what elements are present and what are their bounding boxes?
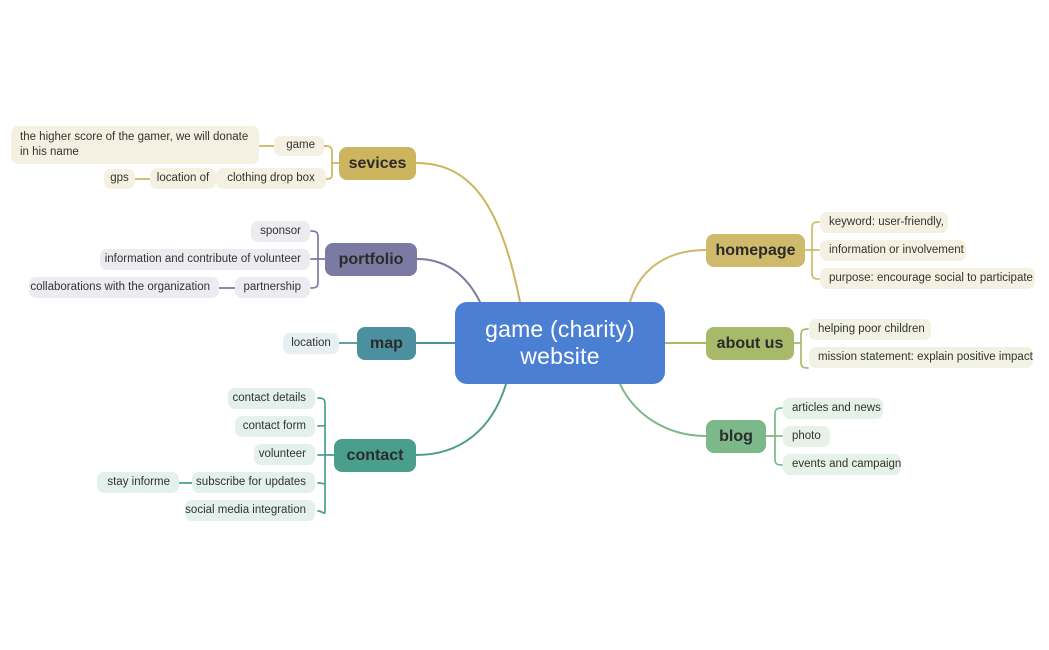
central-topic-line1: game (charity) <box>485 316 635 343</box>
leaf-game-description[interactable]: the higher score of the gamer, we will d… <box>11 126 259 164</box>
leaf-information-or-involvement[interactable]: information or involvement <box>820 240 966 261</box>
central-topic-line2: website <box>520 343 600 369</box>
link-blog-spine <box>765 407 783 466</box>
leaf-location[interactable]: location <box>283 333 339 354</box>
leaf-articles-and-news[interactable]: articles and news <box>783 398 883 419</box>
leaf-location-of[interactable]: location of <box>150 168 216 189</box>
leaf-information-contribute-volunteer[interactable]: information and contribute of volunteer <box>100 249 310 270</box>
leaf-helping-poor-children[interactable]: helping poor children <box>809 319 931 340</box>
link-center-blog <box>619 383 707 437</box>
branch-blog[interactable]: blog <box>706 420 766 453</box>
branch-contact[interactable]: contact <box>334 439 416 472</box>
leaf-volunteer[interactable]: volunteer <box>254 444 315 465</box>
link-contact-spine <box>317 397 335 515</box>
link-portfolio-spine <box>310 230 326 289</box>
leaf-contact-form[interactable]: contact form <box>235 416 315 437</box>
branch-sevices[interactable]: sevices <box>339 147 416 180</box>
link-center-contact <box>415 383 507 456</box>
central-topic[interactable]: game (charity)website <box>455 302 665 384</box>
leaf-sponsor[interactable]: sponsor <box>251 221 310 242</box>
leaf-partnership[interactable]: partnership <box>235 277 310 298</box>
link-aboutus-spine <box>793 328 809 369</box>
leaf-subscribe-for-updates[interactable]: subscribe for updates <box>192 472 315 493</box>
leaf-gps[interactable]: gps <box>104 169 135 189</box>
branch-map[interactable]: map <box>357 327 416 360</box>
leaf-events-and-campaign[interactable]: events and campaign <box>783 454 901 475</box>
leaf-social-media-integration[interactable]: social media integration <box>185 500 315 521</box>
link-center-homepage <box>629 249 707 303</box>
leaf-game[interactable]: game <box>274 136 324 156</box>
leaf-purpose-encourage-social[interactable]: purpose: encourage social to participate <box>820 268 1035 289</box>
leaf-mission-statement[interactable]: mission statement: explain positive impa… <box>809 347 1033 368</box>
leaf-collaborations-organization[interactable]: collaborations with the organization <box>29 277 219 298</box>
leaf-clothing-drop-box[interactable]: clothing drop box <box>216 168 326 189</box>
branch-homepage[interactable]: homepage <box>706 234 805 267</box>
branch-portfolio[interactable]: portfolio <box>325 243 417 276</box>
leaf-photo[interactable]: photo <box>783 426 830 447</box>
link-sevices-spine <box>324 145 340 180</box>
leaf-keyword-user-friendly[interactable]: keyword: user-friendly, <box>820 212 948 233</box>
central-topic-label: game (charity)website <box>485 316 635 369</box>
link-center-sevices <box>415 162 521 303</box>
leaf-contact-details[interactable]: contact details <box>228 388 315 409</box>
link-center-portfolio <box>416 258 481 303</box>
branch-about-us[interactable]: about us <box>706 327 794 360</box>
leaf-stay-informe[interactable]: stay informe <box>97 472 179 493</box>
link-homepage-spine <box>804 221 820 280</box>
